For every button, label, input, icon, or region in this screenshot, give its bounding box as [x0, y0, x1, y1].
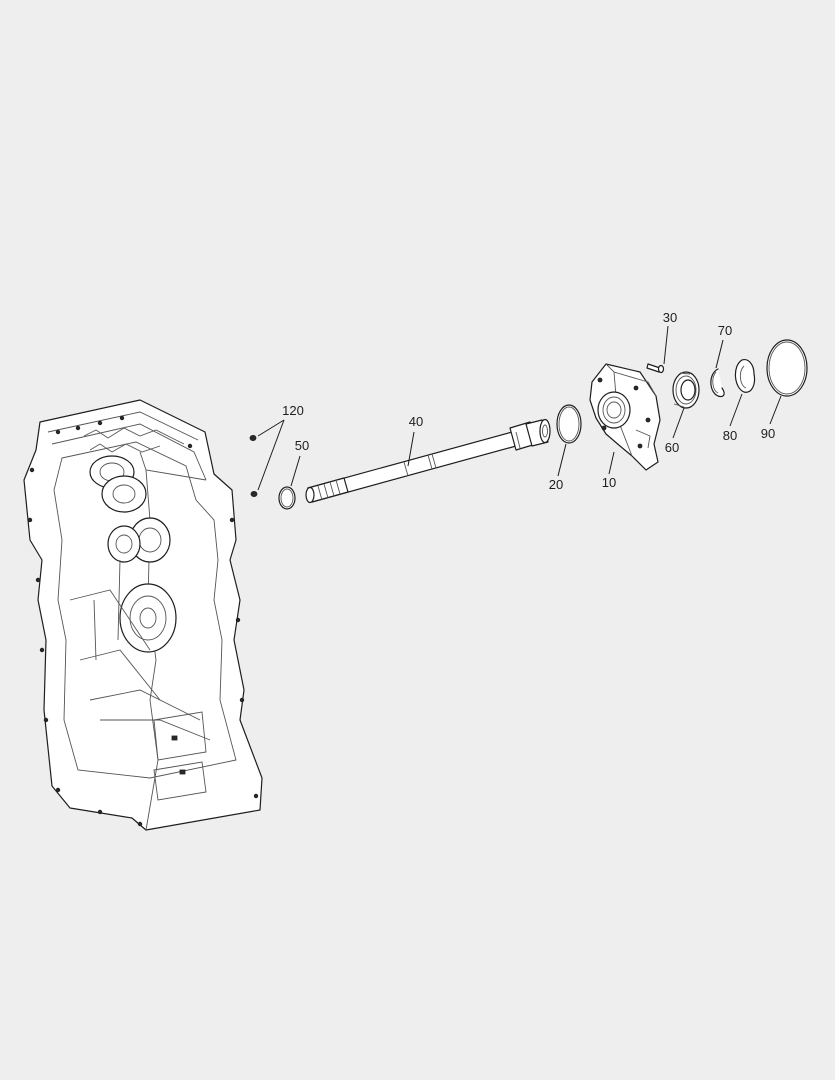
callout-60: 60: [665, 440, 679, 455]
leader-20: [557, 443, 567, 477]
leader-120b: [257, 419, 285, 491]
callout-20: 20: [549, 477, 563, 492]
leader-70: [715, 339, 724, 369]
leader-50: [290, 455, 301, 487]
part-20-o-ring: [556, 404, 582, 444]
callout-50: 50: [295, 438, 309, 453]
part-70-snap-ring: [710, 368, 725, 398]
leader-60: [672, 407, 685, 439]
housing-bolt-holes: [27, 415, 259, 827]
leader-40: [407, 431, 415, 467]
callout-30: 30: [663, 310, 677, 325]
callout-120: 120: [282, 403, 304, 418]
leader-lines: [257, 325, 782, 491]
leader-120a: [257, 419, 285, 437]
callouts: 120 50 40 20 10 30 60 70 80 90: [282, 310, 775, 492]
part-10-pump-housing: [589, 363, 661, 471]
callout-90: 90: [761, 426, 775, 441]
leader-80: [729, 393, 743, 427]
callout-80: 80: [723, 428, 737, 443]
callout-40: 40: [409, 414, 423, 429]
part-120-plugs: [249, 434, 258, 497]
part-80-circlip: [734, 359, 756, 393]
callout-70: 70: [718, 323, 732, 338]
part-50-o-ring: [278, 486, 296, 510]
part-60-shaft-seal: [672, 371, 700, 409]
callout-10: 10: [602, 475, 616, 490]
part-90-large-o-ring: [766, 339, 808, 397]
transmission-housing: [23, 399, 263, 831]
part-30-screw: [646, 363, 665, 374]
part-40-shaft: [305, 418, 551, 504]
leader-10: [608, 451, 615, 475]
internal-gears: [83, 427, 185, 653]
leader-90: [769, 395, 782, 425]
leader-30: [663, 325, 669, 365]
